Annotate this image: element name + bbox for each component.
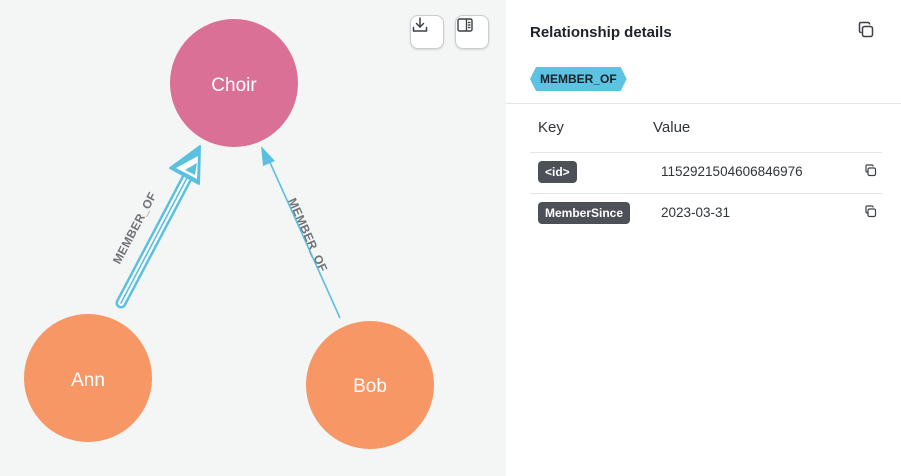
copy-id-button[interactable] (863, 164, 877, 182)
node-bob[interactable] (306, 321, 434, 449)
copy-icon (864, 164, 877, 182)
download-button[interactable] (410, 15, 444, 49)
property-value-membersince: 2023-03-31 (661, 205, 731, 220)
property-value-id: 1152921504606846976 (661, 164, 803, 179)
copy-membersince-button[interactable] (863, 205, 877, 223)
node-label-ann: Ann (71, 370, 105, 391)
relationship-details-panel: Relationship details MEMBER_OF Key Value… (506, 0, 901, 476)
copy-icon (864, 205, 877, 223)
property-key-id: <id> (538, 161, 577, 183)
node-label-choir: Choir (211, 75, 257, 96)
row-divider (530, 193, 882, 194)
relationship-edge-selected[interactable] (115, 145, 201, 309)
toggle-details-panel-button[interactable] (455, 15, 489, 49)
node-ann[interactable] (24, 314, 152, 442)
node-choir[interactable] (170, 19, 298, 147)
copy-icon (857, 21, 875, 44)
value-column-header: Value (653, 119, 691, 136)
panel-title: Relationship details (530, 24, 672, 41)
property-key-membersince: MemberSince (538, 202, 631, 224)
row-divider (530, 152, 882, 153)
node-label-bob: Bob (353, 376, 387, 397)
key-column-header: Key (538, 119, 564, 136)
relationship-type-badge[interactable]: MEMBER_OF (530, 67, 627, 91)
relationship-edge[interactable] (261, 146, 341, 319)
graph-svg[interactable] (0, 0, 506, 476)
graph-canvas[interactable]: Choir Ann Bob MEMBER_OF MEMBER_OF (0, 0, 506, 476)
copy-all-button[interactable] (856, 21, 876, 44)
divider (506, 103, 901, 104)
